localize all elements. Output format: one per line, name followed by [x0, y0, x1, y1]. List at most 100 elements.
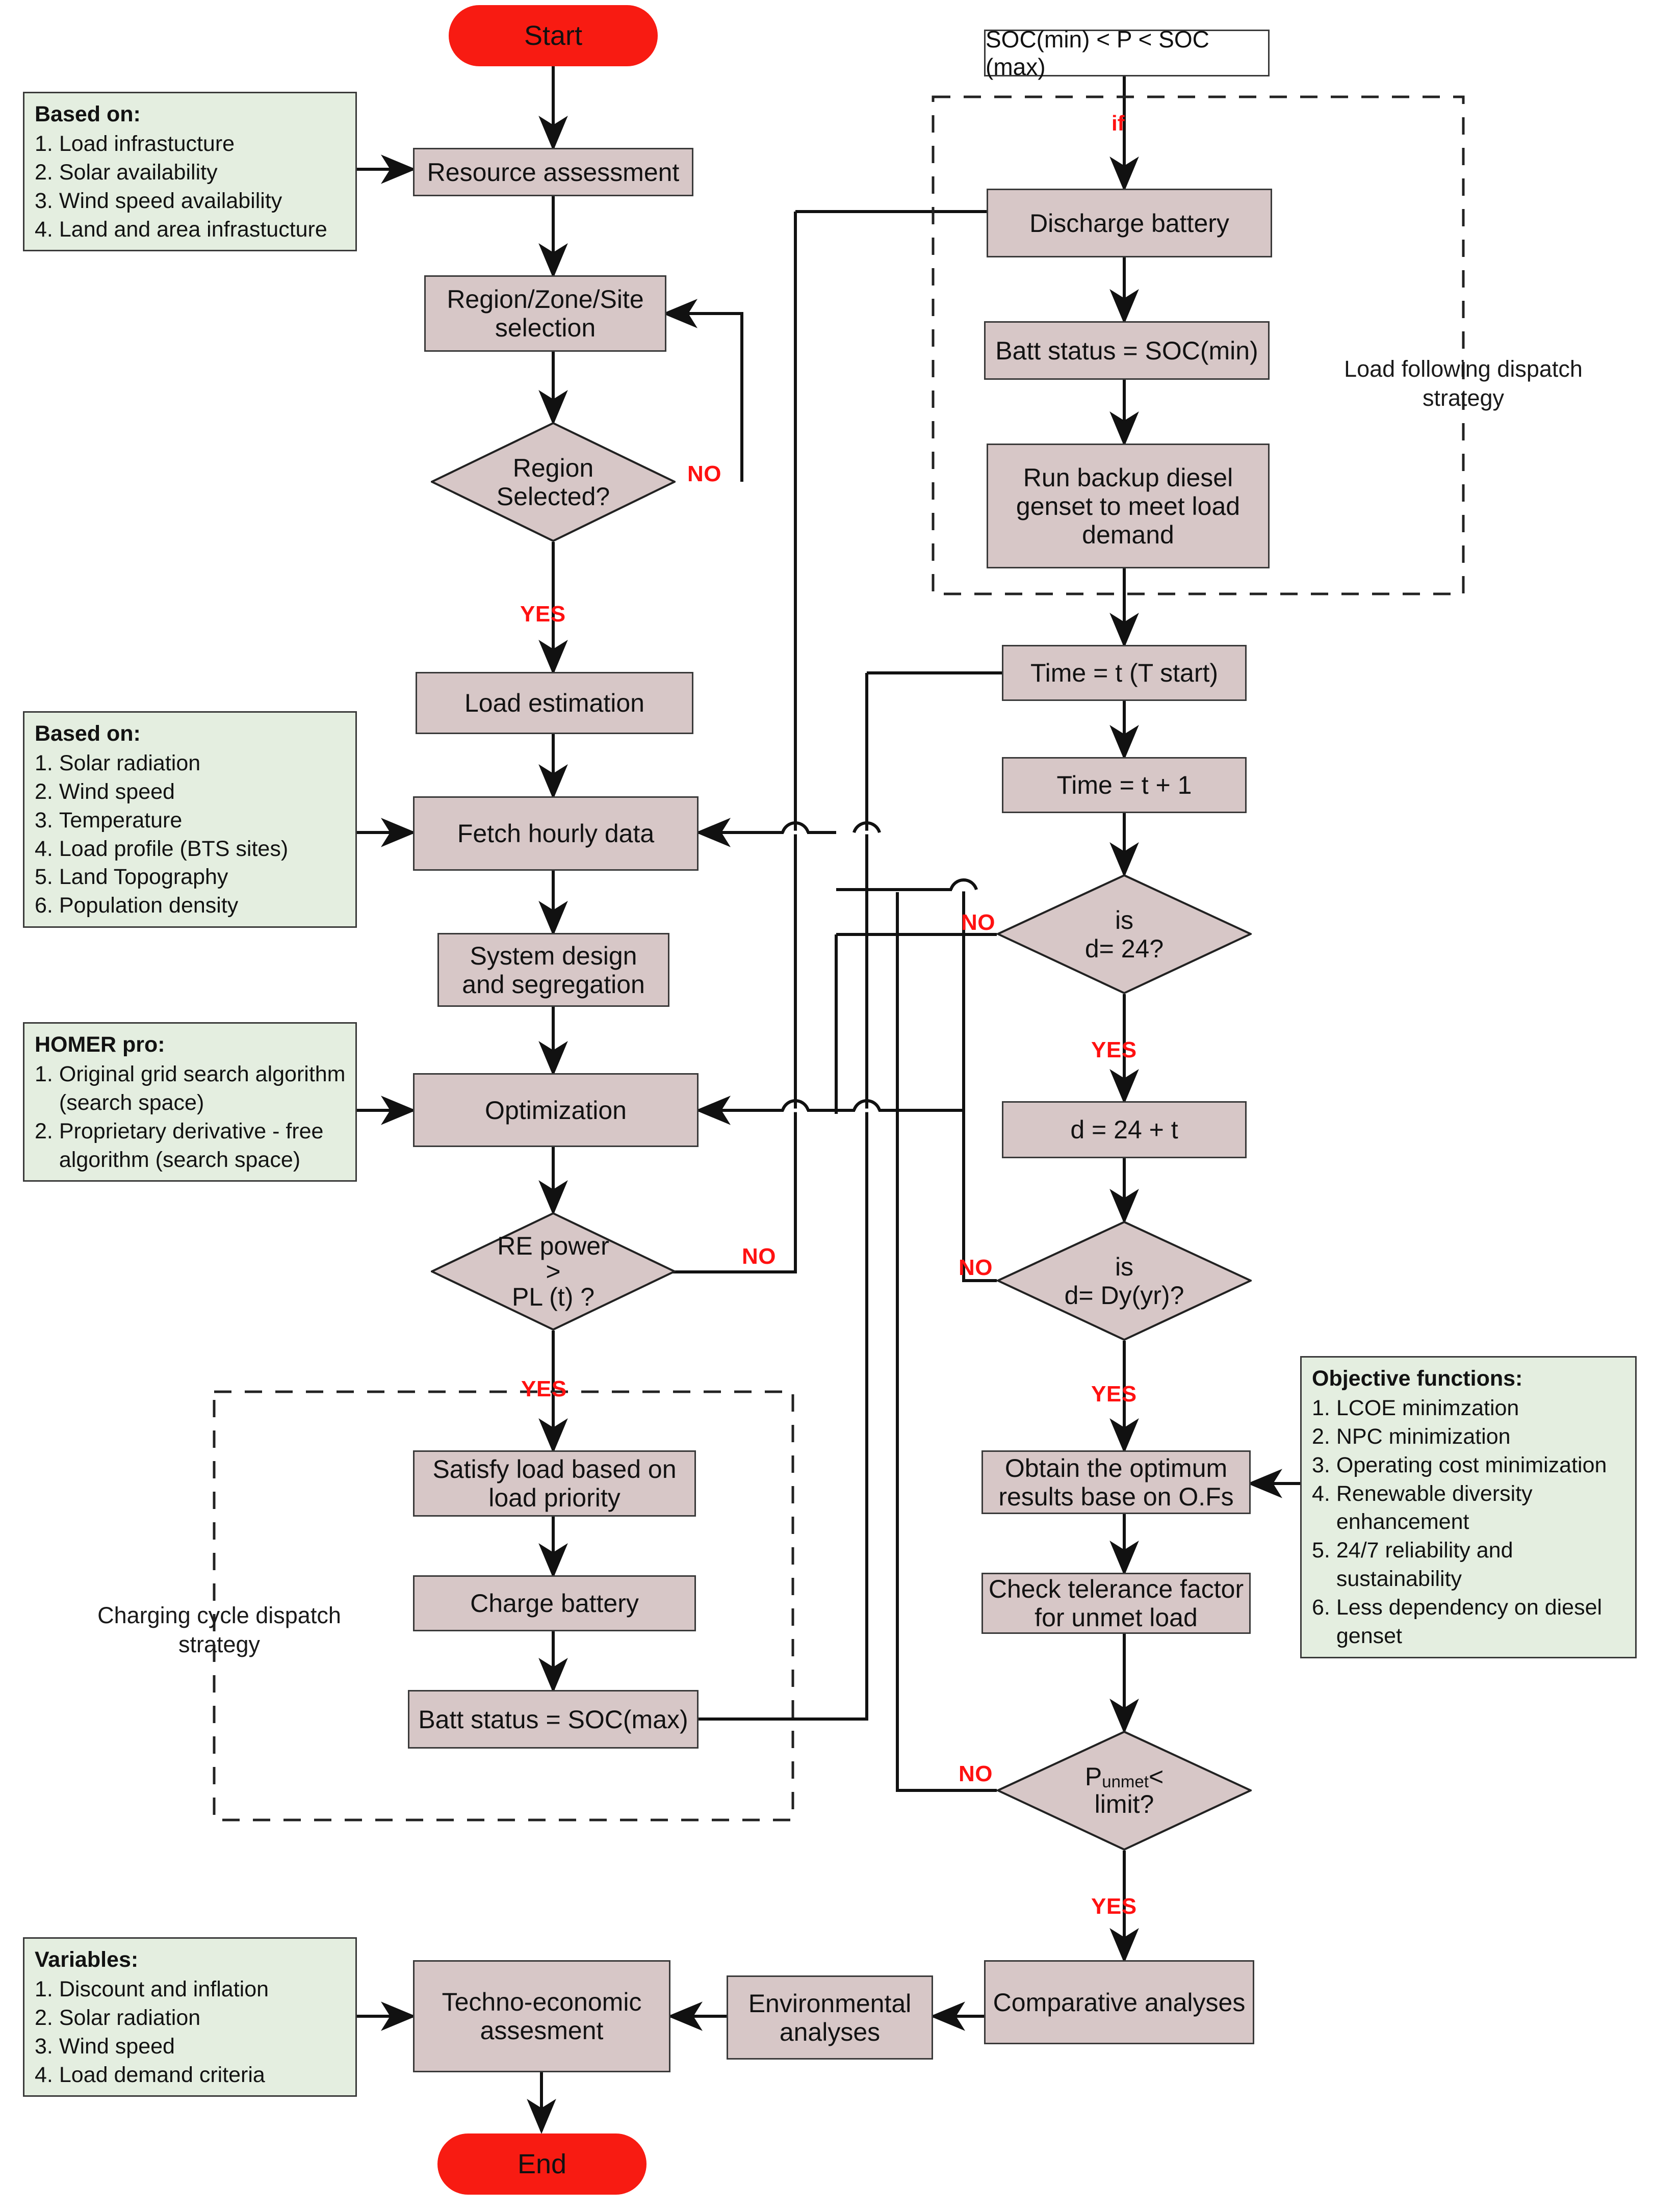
item-text: Proprietary derivative - free algorithm …: [59, 1118, 324, 1172]
label-load-following-strategy: Load following dispatch strategy: [1305, 326, 1621, 412]
edge-label-no-region-selected: NO: [687, 461, 721, 487]
yes-text: YES: [1091, 1894, 1137, 1919]
node-optimization[interactable]: Optimization: [413, 1073, 699, 1147]
item-number: 3.: [35, 2034, 53, 2059]
item-number: 4.: [35, 217, 53, 242]
note-header: Objective functions:: [1312, 1366, 1523, 1391]
item-number: 5.: [1312, 1538, 1330, 1563]
node-label: Run backup diesel genset to meet load de…: [1016, 463, 1240, 549]
punmet-p: P: [1084, 1762, 1102, 1791]
edge-label-yes-region-selected: YES: [520, 602, 566, 627]
list-item: 6.Less dependency on diesel genset: [1312, 1594, 1627, 1651]
no-text: NO: [687, 461, 721, 486]
node-label: Load estimation: [464, 689, 644, 717]
edge-label-no-punmet: NO: [959, 1761, 993, 1787]
list-item: 4.Load profile (BTS sites): [35, 835, 347, 864]
yes-text: YES: [520, 602, 566, 627]
node-label: Batt status = SOC(max): [418, 1705, 688, 1734]
node-time-t-start[interactable]: Time = t (T start): [1002, 645, 1247, 701]
item-number: 2.: [35, 779, 53, 804]
item-text: Temperature: [59, 808, 183, 832]
node-resource-assessment[interactable]: Resource assessment: [413, 148, 693, 196]
list-item: 3.Temperature: [35, 806, 347, 835]
node-discharge-battery[interactable]: Discharge battery: [987, 189, 1272, 257]
decision-re-power[interactable]: RE power > PL (t) ?: [431, 1212, 676, 1331]
item-number: 5.: [35, 865, 53, 890]
diamond-shape: [997, 874, 1252, 994]
diamond-shape: [431, 422, 676, 542]
node-techno-economic-assesment[interactable]: Techno-economic assesment: [413, 1960, 670, 2072]
note-homer-pro: HOMER pro: 1.Original grid search algori…: [23, 1022, 357, 1182]
item-text: Solar radiation: [59, 750, 201, 775]
list-item: 4.Renewable diversity enhancement: [1312, 1480, 1627, 1537]
node-load-estimation[interactable]: Load estimation: [416, 672, 693, 734]
item-text: Discount and inflation: [59, 1976, 269, 2001]
node-charge-battery[interactable]: Charge battery: [413, 1575, 696, 1631]
node-batt-status-max[interactable]: Batt status = SOC(max): [408, 1690, 699, 1749]
node-label: Region Selected?: [496, 453, 610, 511]
punmet-rest: < limit?: [1094, 1762, 1164, 1819]
list-item: 2.Solar radiation: [35, 2004, 347, 2033]
item-text: Load demand criteria: [59, 2062, 265, 2087]
node-time-t-plus-1[interactable]: Time = t + 1: [1002, 757, 1247, 813]
no-text: NO: [742, 1244, 776, 1269]
item-text: LCOE minimzation: [1336, 1395, 1519, 1420]
list-item: 1.Original grid search algorithm (search…: [35, 1060, 347, 1117]
start-terminator[interactable]: Start: [449, 5, 658, 66]
node-label: d = 24 + t: [1070, 1115, 1178, 1144]
node-satisfy-load[interactable]: Satisfy load based on load priority: [413, 1450, 696, 1517]
node-system-design[interactable]: System design and segregation: [437, 933, 669, 1007]
item-text: 24/7 reliability and sustainability: [1336, 1538, 1513, 1592]
node-comparative-analyses[interactable]: Comparative analyses: [984, 1960, 1254, 2044]
list-item: 1.Solar radiation: [35, 749, 347, 778]
list-item: 3.Wind speed availability: [35, 187, 347, 216]
list-item: 2.Wind speed: [35, 778, 347, 806]
item-number: 6.: [1312, 1595, 1330, 1620]
note-objective-functions: Objective functions: 1.LCOE minimzation …: [1300, 1356, 1637, 1658]
item-number: 4.: [35, 2062, 53, 2087]
node-environmental-analyses[interactable]: Environmental analyses: [727, 1975, 933, 2060]
no-text: NO: [959, 1761, 993, 1786]
no-text: NO: [961, 910, 995, 935]
node-label: is d= 24?: [1084, 905, 1164, 963]
charging-cycle-dashed-region: [213, 1390, 794, 1821]
list-item: 5.24/7 reliability and sustainability: [1312, 1537, 1627, 1594]
list-item: 4.Load demand criteria: [35, 2061, 347, 2090]
diamond-shape: [431, 1212, 676, 1331]
decision-punmet-limit[interactable]: Punmet< limit?: [997, 1731, 1252, 1851]
item-number: 4.: [35, 836, 53, 861]
no-text: NO: [959, 1255, 993, 1280]
yes-text: YES: [521, 1376, 567, 1401]
yes-text: YES: [1091, 1382, 1137, 1407]
decision-is-d-dy[interactable]: is d= Dy(yr)?: [997, 1221, 1252, 1341]
list-item: 4.Land and area infrastucture: [35, 216, 347, 244]
decision-region-selected[interactable]: Region Selected?: [431, 422, 676, 542]
edge-label-if: if: [1112, 111, 1125, 136]
node-run-backup-diesel[interactable]: Run backup diesel genset to meet load de…: [987, 444, 1270, 568]
item-text: Load profile (BTS sites): [59, 836, 289, 861]
item-text: Population density: [59, 893, 239, 918]
item-text: NPC minimization: [1336, 1424, 1511, 1449]
node-fetch-hourly-data[interactable]: Fetch hourly data: [413, 796, 699, 871]
decision-is-d-24[interactable]: is d= 24?: [997, 874, 1252, 994]
node-obtain-optimum-results[interactable]: Obtain the optimum results base on O.Fs: [981, 1450, 1251, 1514]
node-label: Environmental analyses: [748, 1989, 912, 2046]
item-number: 6.: [35, 893, 53, 918]
note-list: 1.LCOE minimzation 2.NPC minimization 3.…: [1312, 1394, 1627, 1651]
item-text: Wind speed: [59, 779, 175, 804]
note-list: 1.Solar radiation 2.Wind speed 3.Tempera…: [35, 749, 347, 920]
item-text: Less dependency on diesel genset: [1336, 1595, 1603, 1649]
note-based-on-data: Based on: 1.Solar radiation 2.Wind speed…: [23, 711, 357, 928]
node-label: Batt status = SOC(min): [995, 336, 1258, 365]
item-text: Solar radiation: [59, 2005, 201, 2030]
node-d-24-plus-t[interactable]: d = 24 + t: [1002, 1101, 1247, 1158]
node-label: Region/Zone/Site selection: [447, 285, 644, 342]
note-header: Based on:: [35, 102, 141, 126]
item-number: 3.: [35, 808, 53, 832]
node-region-zone-site-selection[interactable]: Region/Zone/Site selection: [424, 275, 666, 352]
node-label: Resource assessment: [427, 158, 680, 187]
node-check-tolerance[interactable]: Check telerance factor for unmet load: [981, 1573, 1251, 1634]
end-terminator[interactable]: End: [437, 2133, 647, 2195]
node-batt-status-min[interactable]: Batt status = SOC(min): [984, 321, 1270, 380]
